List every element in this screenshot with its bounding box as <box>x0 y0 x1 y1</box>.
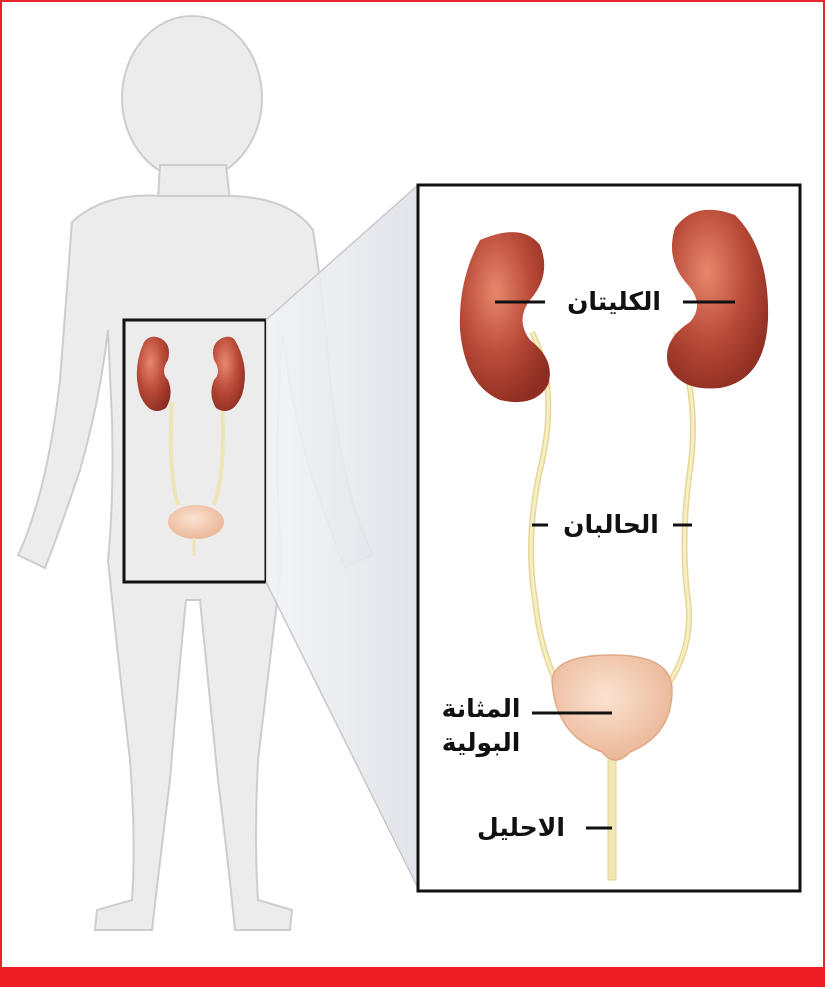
urethra <box>608 758 616 880</box>
bladder-label-line1: المثانة <box>442 694 521 723</box>
bladder-small <box>168 505 224 539</box>
bladder-label-line2: البولية <box>442 728 521 758</box>
ureters-label: الحالبان <box>563 510 659 539</box>
urethra-label: الاحليل <box>477 813 565 842</box>
bottom-bar <box>0 967 825 987</box>
kidneys-label: الكليتان <box>567 287 661 316</box>
